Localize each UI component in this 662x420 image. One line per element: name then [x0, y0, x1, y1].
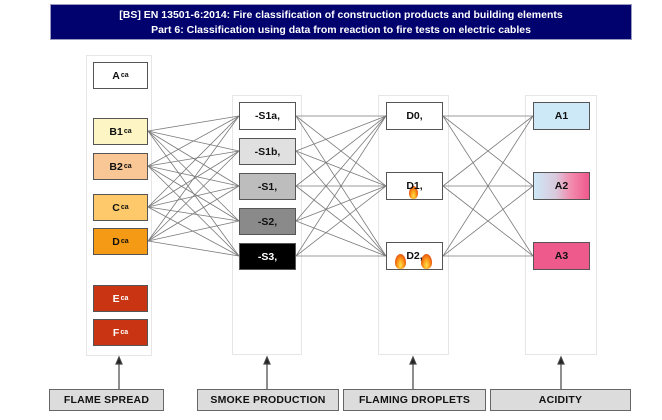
connector-line: [295, 115, 387, 152]
connector-line: [442, 185, 534, 257]
class-subscript: ca: [120, 329, 129, 336]
class-label: D: [112, 235, 120, 248]
flame-droplet-icon: [395, 254, 406, 269]
connector-line: [295, 185, 387, 257]
class-label: D0,: [406, 110, 423, 122]
diagram-title-banner: [BS] EN 13501-6:2014: Fire classificatio…: [50, 4, 632, 40]
class-label: B1: [109, 125, 123, 138]
connector-line: [442, 115, 534, 187]
class-subscript: ca: [120, 238, 129, 245]
class-label: B2: [109, 160, 123, 173]
connector-line: [295, 115, 387, 257]
class-subscript: ca: [120, 295, 129, 302]
smoke-production-label: SMOKE PRODUCTION: [197, 389, 339, 411]
connector-line: [295, 115, 387, 222]
flame-spread-label: FLAME SPREAD: [49, 389, 164, 411]
connector-line: [147, 115, 240, 167]
class-label: D2,: [406, 250, 423, 262]
class-label: -S1a,: [254, 110, 281, 122]
connector-line: [295, 115, 387, 187]
class-label: A3: [554, 250, 569, 262]
flaming-droplets-column: [378, 95, 449, 355]
title-line-2: Part 6: Classification using data from r…: [151, 24, 531, 36]
connector-line: [147, 150, 240, 167]
class-subscript: ca: [120, 72, 129, 79]
class-box-s3: -S3,: [239, 243, 296, 270]
class-label: A: [112, 69, 120, 82]
class-box-a3: A3: [533, 242, 590, 270]
connector-line: [147, 115, 240, 208]
connector-line: [147, 115, 240, 242]
connector-line: [147, 206, 240, 222]
connector-line: [147, 220, 240, 242]
arrow-up-icon: [115, 355, 123, 365]
class-box-s1a: -S1a,: [239, 102, 296, 130]
class-box-d0: D0,: [386, 102, 443, 130]
class-label: F: [112, 326, 120, 339]
class-subscript: ca: [123, 128, 132, 135]
class-box-s1b: -S1b,: [239, 138, 296, 165]
class-label: C: [112, 201, 120, 214]
class-box-a2: A2: [533, 172, 590, 200]
class-label: A1: [554, 110, 569, 122]
acidity-column: [525, 95, 597, 355]
class-label: -S1b,: [254, 145, 281, 158]
class-label: D1,: [406, 180, 423, 192]
acidity-label: ACIDITY: [490, 389, 631, 411]
class-label: A2: [554, 180, 569, 192]
class-subscript: ca: [120, 204, 129, 211]
arrow-up-icon: [557, 355, 565, 365]
connector-line: [147, 185, 240, 242]
connector-line: [295, 185, 387, 222]
connector-line: [147, 206, 240, 257]
connector-line: [147, 165, 240, 257]
connector-line: [147, 150, 240, 242]
class-label: -S1,: [257, 180, 278, 193]
class-box-s1: -S1,: [239, 173, 296, 200]
flame-droplet-icon: [421, 254, 432, 269]
class-box-d2: D2,: [386, 242, 443, 270]
class-label: -S3,: [257, 250, 278, 263]
connector-line: [147, 115, 240, 132]
class-subscript: ca: [123, 163, 132, 170]
connector-line: [147, 165, 240, 222]
class-box-d1: D1,: [386, 172, 443, 200]
class-box-s2: -S2,: [239, 208, 296, 235]
title-line-1: [BS] EN 13501-6:2014: Fire classificatio…: [119, 9, 563, 21]
connector-line: [147, 165, 240, 187]
flame-droplet-icon: [409, 186, 418, 199]
connector-line: [442, 115, 534, 257]
class-box-a1: A1: [533, 102, 590, 130]
class-label: -S2,: [257, 215, 278, 228]
flaming-droplets-label: FLAMING DROPLETS: [343, 389, 486, 411]
connector-line: [295, 220, 387, 257]
arrow-up-icon: [263, 355, 271, 365]
arrow-up-icon: [409, 355, 417, 365]
class-label: E: [112, 292, 120, 305]
connector-line: [147, 240, 240, 257]
